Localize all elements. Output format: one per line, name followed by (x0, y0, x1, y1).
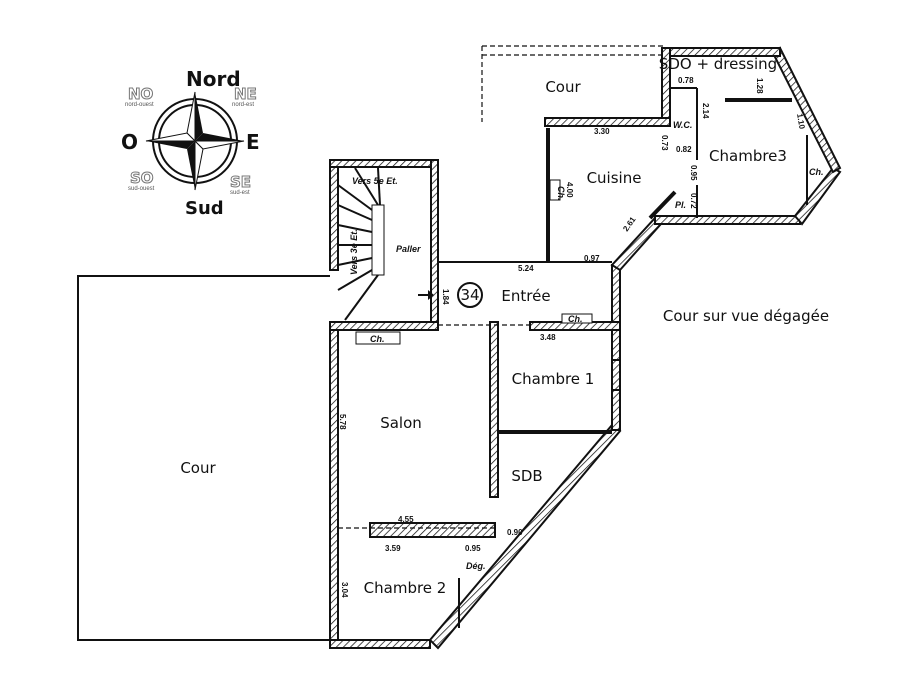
dim-0-95-b: 0.95 (465, 544, 481, 553)
dim-3-04: 3.04 (340, 582, 349, 598)
dim-0-82: 0.82 (676, 145, 692, 154)
dim-0-95-a: 0.95 (689, 165, 698, 181)
dim-2-14: 2.14 (701, 103, 710, 119)
room-chambre2: Chambre 2 (364, 579, 447, 597)
dim-0-73: 0.73 (660, 135, 669, 151)
room-cour-left: Cour (180, 459, 216, 477)
chimney-entree (561, 313, 593, 324)
dim-3-59: 3.59 (385, 544, 401, 553)
room-chambre3: Chambre3 (709, 147, 787, 165)
room-cour-top: Cour (545, 78, 581, 96)
courtyard-left-outline (77, 275, 330, 641)
stairs-down-label: Vers 3e Et. (349, 229, 359, 275)
compass-south: Sud (185, 198, 224, 219)
dim-0-90: 0.90 (507, 528, 523, 537)
compass-north: Nord (186, 67, 241, 91)
compass-east: E (246, 130, 260, 154)
room-cuisine: Cuisine (587, 169, 642, 187)
dim-0-97: 0.97 (584, 254, 600, 263)
dim-5-24: 5.24 (518, 264, 534, 273)
stairs-up-label: Vers 5e Et. (352, 176, 398, 186)
apartment-number-circle (457, 282, 483, 308)
dim-4-00: 4.00 (565, 182, 574, 198)
compass-ne-sub: nord-est (232, 102, 254, 108)
compass-ne: NE (234, 85, 257, 103)
entry-arrow-icon (418, 290, 434, 300)
dim-3-30: 3.30 (594, 127, 610, 136)
dim-1-84: 1.84 (441, 289, 450, 305)
chimney-cuisine-label: Ch. (556, 186, 566, 201)
dim-3-48: 3.48 (540, 333, 556, 342)
dim-0-78: 0.78 (678, 76, 694, 85)
dim-5-78: 5.78 (338, 414, 347, 430)
dim-1-28: 1.28 (755, 78, 764, 94)
chimney-cuisine (549, 179, 561, 201)
compass-so: SO (130, 169, 154, 187)
room-sdo: SDO + dressing (659, 55, 777, 73)
room-sdb: SDB (511, 467, 542, 485)
room-entree: Entrée (501, 287, 550, 305)
chimney-entree-label: Ch. (568, 314, 583, 324)
room-placard: Pl. (675, 200, 686, 210)
placard-wall (648, 190, 677, 220)
room-deg: Dég. (466, 561, 486, 571)
room-cour-view: Cour sur vue dégagée (663, 307, 829, 325)
apartment-number: 34 (460, 286, 479, 304)
dim-4-55: 4.55 (398, 515, 414, 524)
compass-se-sub: sud-est (230, 190, 250, 196)
walls (329, 46, 842, 650)
dim-2-61: 2.61 (621, 215, 638, 233)
chimney-salon-label: Ch. (370, 334, 385, 344)
chimney-salon (355, 331, 401, 345)
compass-so-sub: sud-ouest (128, 186, 155, 192)
compass-no: NO (128, 85, 153, 103)
staircase (337, 167, 385, 321)
compass-west: O (121, 130, 138, 154)
compass-rose-icon (145, 91, 245, 191)
dim-0-72: 0.72 (689, 193, 698, 209)
room-chambre1: Chambre 1 (512, 370, 595, 388)
closet-chambre3: Ch. (809, 167, 824, 177)
room-salon: Salon (380, 414, 422, 432)
room-wc: W.C. (673, 120, 692, 130)
room-palier: Paller (396, 244, 421, 254)
dim-1-10: 1.10 (795, 113, 807, 130)
compass-no-sub: nord-ouest (125, 102, 154, 108)
compass-se: SE (230, 173, 251, 191)
